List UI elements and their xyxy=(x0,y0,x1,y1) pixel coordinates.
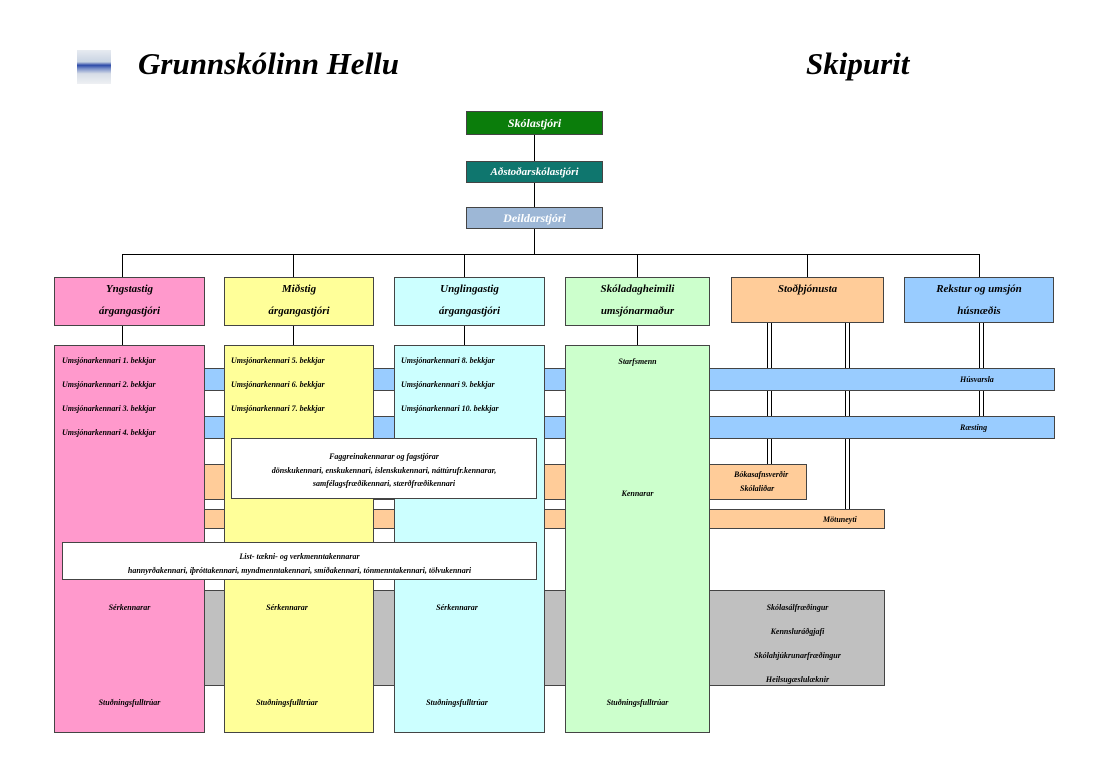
col-title: Skóladagheimili xyxy=(600,283,675,295)
band-label-raesting: Ræsting xyxy=(960,423,988,432)
connector xyxy=(637,254,638,277)
connector xyxy=(983,391,984,416)
col-sub: árgangastjóri xyxy=(438,305,501,317)
role-psychologist: Skólasálfræðingur xyxy=(766,603,829,612)
connector xyxy=(534,135,535,161)
col-header-skoladag: Skóladagheimili umsjónarmaður xyxy=(565,277,710,326)
connector xyxy=(983,323,984,368)
col-header-yngsta: Yngstastig árgangastjóri xyxy=(54,277,205,326)
header-logo xyxy=(77,50,111,84)
col-title: Miðstig xyxy=(281,283,317,295)
connector xyxy=(464,326,465,345)
role-advisor: Kennsluráðgjafi xyxy=(770,627,825,636)
connector xyxy=(534,229,535,254)
band-label-skolalidar: Skólaliðar xyxy=(740,484,775,493)
col-header-midstig: Miðstig árgangastjóri xyxy=(224,277,374,326)
teacher-grade-7: Umsjónarkennari 7. bekkjar xyxy=(231,404,325,413)
special-teachers-yngsta: Sérkennarar xyxy=(108,603,151,612)
special-teachers-unglinga: Sérkennarar xyxy=(436,603,478,612)
teacher-grade-2: Umsjónarkennari 2. bekkjar xyxy=(62,380,156,389)
col-title: Unglingastig xyxy=(440,283,499,295)
connector xyxy=(534,183,535,207)
band-label-husvarsla: Húsvarsla xyxy=(960,375,994,384)
connector xyxy=(771,323,772,464)
support-yngsta: Stuðningsfulltrúar xyxy=(98,698,161,707)
band-label-bokasafn: Bókasafnsverðir xyxy=(734,470,789,479)
col-sub: árgangastjóri xyxy=(268,305,330,317)
teacher-grade-8: Umsjónarkennari 8. bekkjar xyxy=(401,356,495,365)
connector xyxy=(807,254,808,277)
band-label-motuneyti: Mötuneyti xyxy=(823,515,857,524)
teacher-grade-4: Umsjónarkennari 4. bekkjar xyxy=(62,428,156,437)
connector xyxy=(293,326,294,345)
col-header-stod: Stoðþjónusta xyxy=(731,277,884,323)
connector xyxy=(979,323,980,368)
special-teachers-midstig: Sérkennarar xyxy=(266,603,308,612)
col-body-unglinga xyxy=(394,345,545,733)
connector xyxy=(122,326,123,345)
doc-title: Skipurit xyxy=(806,46,910,81)
col-sub: árgangastjóri xyxy=(98,305,161,317)
col-title: Stoðþjónusta xyxy=(777,283,838,295)
subject-teachers-line2: samfélagsfræðikennari, stærðfræðikennari xyxy=(312,479,456,488)
connector xyxy=(122,254,980,255)
support-unglinga: Stuðningsfulltrúar xyxy=(426,698,488,707)
arts-teachers-line1: hannyrðakennari, íþróttakennari, myndmen… xyxy=(127,566,472,575)
connector xyxy=(464,254,465,277)
col-body-skoladag xyxy=(565,345,710,733)
col-title: Rekstur og umsjón xyxy=(936,283,1022,295)
arts-teachers-title: List- tækni- og verkmenntakennarar xyxy=(239,552,360,561)
col-title: Yngstastig xyxy=(105,283,154,295)
subject-teachers-line1: dönskukennari, enskukennari, íslenskuken… xyxy=(271,466,497,475)
arts-teachers-box: List- tækni- og verkmenntakennarar hanny… xyxy=(62,542,537,580)
connector xyxy=(767,323,768,464)
role-nurse: Skólahjúkrunarfræðingur xyxy=(754,651,841,660)
teacher-grade-1: Umsjónarkennari 1. bekkjar xyxy=(62,356,156,365)
col-header-unglinga: Unglingastig árgangastjóri xyxy=(394,277,545,326)
principal-box: Skólastjóri xyxy=(466,111,603,135)
deputy-box: Aðstoðarskólastjóri xyxy=(466,161,603,183)
teachers-label: Kennarar xyxy=(621,489,654,498)
teacher-grade-10: Umsjónarkennari 10. bekkjar xyxy=(401,404,499,413)
connector xyxy=(979,254,980,277)
col-body-midstig xyxy=(224,345,374,733)
col-sub: húsnæðis xyxy=(957,305,1001,317)
subject-teachers-box: Faggreinakennarar og fagstjórar dönskuke… xyxy=(231,438,537,499)
col-sub: umsjónarmaður xyxy=(600,305,675,317)
staff-label: Starfsmenn xyxy=(618,357,657,366)
connector xyxy=(637,326,638,345)
connector xyxy=(293,254,294,277)
role-doctor: Heilsugæslulæknir xyxy=(765,675,830,684)
teacher-grade-6: Umsjónarkennari 6. bekkjar xyxy=(231,380,325,389)
subject-teachers-title: Faggreinakennarar og fagstjórar xyxy=(329,452,439,461)
school-name: Grunnskólinn Hellu xyxy=(138,46,400,81)
dept-head-box: Deildarstjóri xyxy=(466,207,603,229)
teacher-grade-5: Umsjónarkennari 5. bekkjar xyxy=(231,356,325,365)
connector xyxy=(979,391,980,416)
teacher-grade-9: Umsjónarkennari 9. bekkjar xyxy=(401,380,495,389)
teacher-grade-3: Umsjónarkennari 3. bekkjar xyxy=(62,404,156,413)
col-header-rekstur: Rekstur og umsjón húsnæðis xyxy=(904,277,1054,323)
support-midstig: Stuðningsfulltrúar xyxy=(256,698,318,707)
connector xyxy=(122,254,123,277)
col-body-yngsta xyxy=(54,345,205,733)
support-label: Stuðningsfulltrúar xyxy=(606,698,669,707)
